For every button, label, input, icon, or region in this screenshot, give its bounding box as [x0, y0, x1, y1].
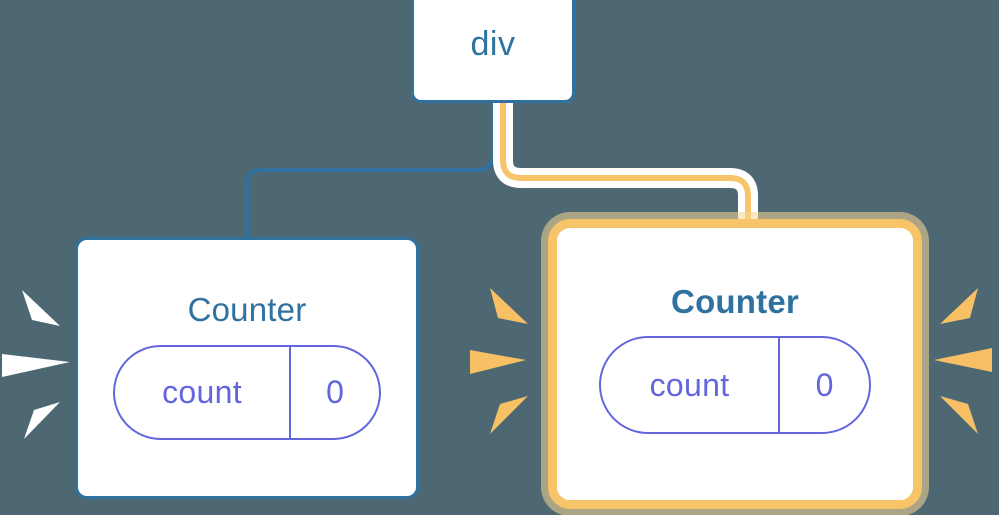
node-div-label: div: [470, 24, 516, 63]
prop-value: 0: [815, 366, 834, 403]
node-counter-left-label: Counter: [187, 291, 307, 328]
node-counter-right[interactable]: Counter count 0: [548, 219, 922, 509]
burst-counter-left-outer: [2, 290, 70, 439]
prop-pill-counter-left: count 0: [113, 345, 381, 440]
edge-div-to-counter-right-halo: [493, 88, 758, 246]
burst-ray-upper: [22, 290, 60, 326]
node-counter-left[interactable]: Counter count 0: [75, 237, 419, 499]
burst-ray-upper: [940, 288, 978, 324]
edge-div-to-counter-left: [245, 101, 495, 242]
prop-pill-counter-right: count 0: [599, 336, 871, 434]
node-div[interactable]: div: [411, 0, 575, 103]
node-counter-right-label: Counter: [671, 283, 799, 320]
burst-ray-lower: [490, 396, 528, 434]
prop-pill-divider: [778, 338, 780, 432]
burst-ray-middle: [934, 348, 992, 372]
burst-ray-upper: [490, 288, 528, 324]
prop-key: count: [649, 366, 730, 403]
burst-ray-middle: [2, 354, 70, 377]
prop-key: count: [162, 374, 242, 410]
burst-counter-right-right: [934, 288, 992, 434]
prop-value: 0: [326, 374, 344, 410]
burst-ray-middle: [470, 350, 526, 374]
burst-ray-lower: [940, 396, 978, 434]
burst-ray-lower: [24, 402, 60, 439]
burst-counter-right-left: [470, 288, 528, 434]
prop-pill-divider: [289, 347, 291, 438]
edge-div-to-counter-right: [500, 95, 751, 239]
